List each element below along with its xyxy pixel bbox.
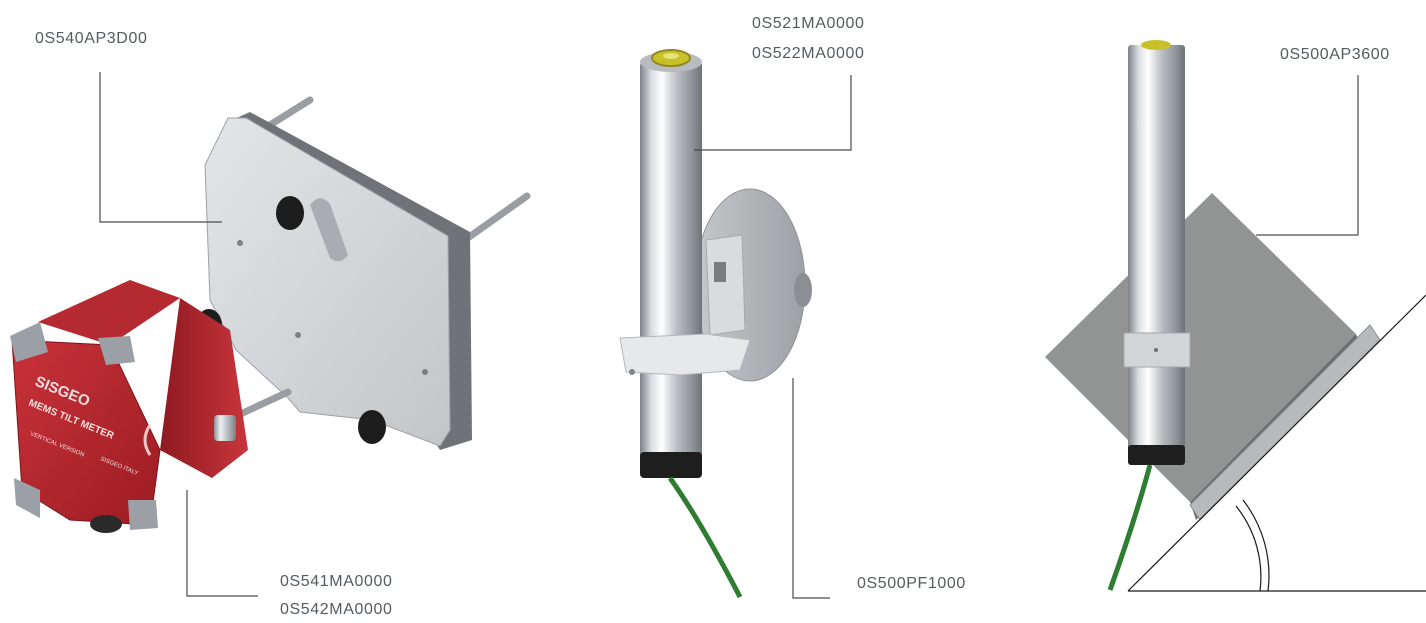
flange-plate-code: 0S500PF1000 (857, 575, 966, 592)
tilt-meter-code-1: 0S541MA0000 (280, 573, 393, 590)
probe-code-1: 0S521MA0000 (752, 15, 865, 32)
probe-flange-illustration (619, 49, 812, 599)
tilt-meter-illustration: SISGEO MEMS TILT METER VERTICAL VERSION … (10, 280, 248, 533)
tilt-meter-code-2: 0S542MA0000 (280, 601, 393, 618)
inclined-plate-illustration (1045, 40, 1426, 592)
mounting-plate-code: 0S500AP3600 (1280, 46, 1390, 63)
bracket-assembly-illustration (196, 96, 531, 450)
bracket-assembly-code: 0S540AP3D00 (35, 30, 148, 47)
rotation-arrow-icon (143, 424, 152, 456)
leader-lines (99, 72, 1359, 599)
probe-code-2: 0S522MA0000 (752, 45, 865, 62)
